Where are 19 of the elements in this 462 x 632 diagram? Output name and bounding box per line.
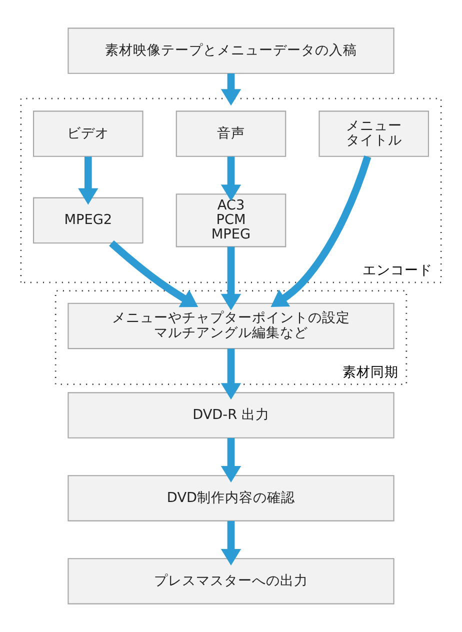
- arrow: [220, 74, 242, 106]
- arrow: [220, 520, 242, 566]
- node-box: AC3 PCM MPEG: [176, 194, 286, 248]
- node-box: 音声: [176, 110, 286, 157]
- arrow: [220, 246, 242, 310]
- node-box: DVD制作内容の確認: [68, 475, 394, 522]
- node-box: メニュータイトル: [318, 110, 429, 157]
- arrow: [220, 348, 242, 400]
- node-box: DVD-R 出力: [68, 392, 394, 438]
- arrow: [220, 156, 242, 202]
- node-box: プレスマスターへの出力: [68, 558, 394, 604]
- node-box: ビデオ: [33, 110, 144, 157]
- arrow: [109, 240, 198, 308]
- node-box: 素材映像テープとメニューデータの入稿: [68, 28, 394, 74]
- node-box: MPEG2: [33, 197, 144, 244]
- arrow: [270, 156, 372, 308]
- arrow: [220, 438, 242, 482]
- arrow: [78, 156, 98, 205]
- node-box: メニューやチャプターポイントの設定マルチアングル編集など: [68, 302, 394, 350]
